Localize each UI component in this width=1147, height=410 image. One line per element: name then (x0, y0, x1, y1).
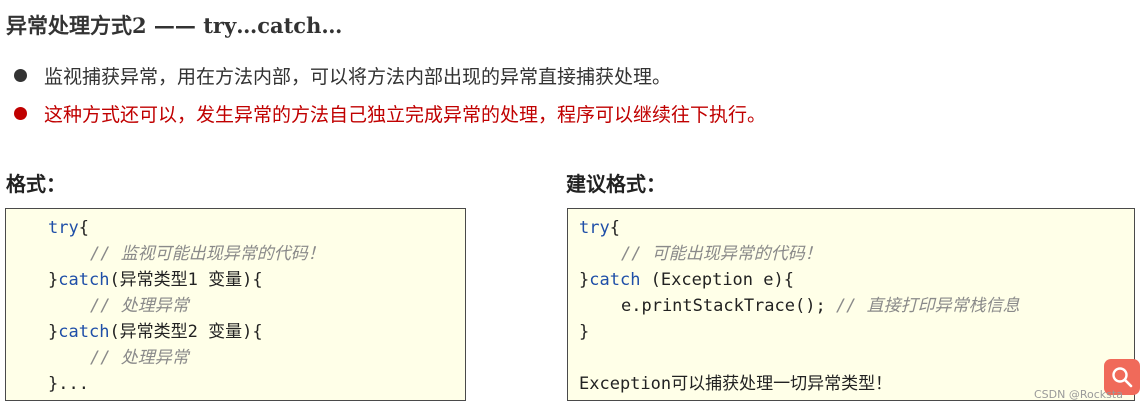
search-button[interactable] (1104, 359, 1140, 395)
format-label: 格式： (6, 172, 66, 196)
code-comment: // 直接打印异常栈信息 (835, 296, 1020, 316)
close-brace: } (579, 270, 590, 290)
format-code-box: try{ // 监视可能出现异常的代码！ }catch(异常类型1 变量){ /… (5, 208, 466, 401)
code-comment: // 可能出现异常的代码！ (621, 244, 822, 264)
close-brace: } (48, 322, 59, 342)
bullet-dot-icon (14, 106, 27, 120)
code-line-ending: }... (48, 371, 89, 397)
open-brace: { (78, 218, 89, 238)
code-line-comment: // 处理异常 (90, 293, 189, 319)
bullet-item-1: 监视捕获异常，用在方法内部，可以将方法内部出现的异常直接捕获处理。 (14, 56, 766, 94)
catch-args: (异常类型1 变量){ (109, 270, 263, 290)
code-ending: }... (48, 374, 89, 394)
bullet-text-1: 监视捕获异常，用在方法内部，可以将方法内部出现的异常直接捕获处理。 (44, 65, 672, 88)
code-line-catch: }catch (Exception e){ (579, 267, 794, 293)
code-line-try: try{ (579, 215, 620, 241)
bullet-item-2: 这种方式还可以，发生异常的方法自己独立完成异常的处理，程序可以继续往下执行。 (14, 94, 766, 132)
keyword-catch: catch (58, 322, 110, 342)
exception-note: Exception可以捕获处理一切异常类型！ (579, 374, 893, 394)
close-brace: } (579, 322, 590, 342)
code-line-catch-2: }catch(异常类型2 变量){ (48, 319, 263, 345)
catch-args: (异常类型2 变量){ (109, 322, 263, 342)
code-comment: // 监视可能出现异常的代码！ (90, 244, 325, 264)
bullet-list: 监视捕获异常，用在方法内部，可以将方法内部出现的异常直接捕获处理。 这种方式还可… (14, 56, 766, 132)
open-brace: { (609, 218, 620, 238)
code-comment: // 处理异常 (90, 348, 189, 368)
page-title: 异常处理方式2 —— try…catch… (6, 13, 343, 38)
code-comment: // 处理异常 (90, 296, 189, 316)
code-line-comment: // 处理异常 (90, 345, 189, 371)
code-line-comment: // 监视可能出现异常的代码！ (90, 241, 325, 267)
keyword-try: try (48, 218, 79, 238)
keyword-catch: catch (589, 270, 641, 290)
bullet-text-2: 这种方式还可以，发生异常的方法自己独立完成异常的处理，程序可以继续往下执行。 (44, 103, 767, 126)
keyword-catch: catch (58, 270, 110, 290)
suggested-code-box: try{ // 可能出现异常的代码！ }catch (Exception e){… (567, 208, 1135, 401)
code-line-try: try{ (48, 215, 89, 241)
code-line-note: Exception可以捕获处理一切异常类型！ (579, 371, 892, 397)
code-line-catch-1: }catch(异常类型1 变量){ (48, 267, 263, 293)
bullet-dot-icon (14, 68, 27, 82)
code-line-comment: // 可能出现异常的代码！ (621, 241, 822, 267)
close-brace: } (48, 270, 59, 290)
watermark: CSDN @Rocksta (1034, 388, 1123, 401)
print-statement: e.printStackTrace(); (621, 296, 836, 316)
catch-args: (Exception e){ (640, 270, 794, 290)
search-icon (1112, 367, 1133, 388)
code-line-close: } (579, 319, 589, 345)
code-line-print: e.printStackTrace(); // 直接打印异常栈信息 (621, 293, 1020, 319)
keyword-try: try (579, 218, 610, 238)
suggested-format-label: 建议格式： (566, 172, 666, 196)
